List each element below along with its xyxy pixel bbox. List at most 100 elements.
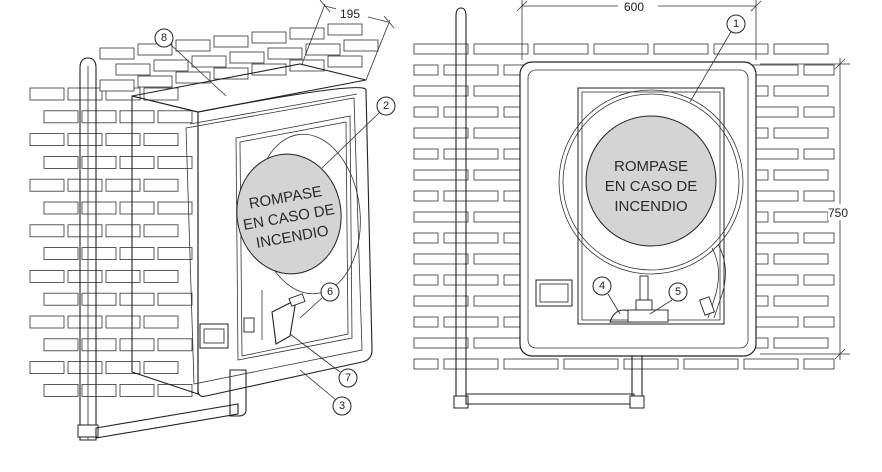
wall-brick <box>443 148 499 160</box>
front-elevation-view: ROMPASE EN CASO DE INCENDIO 600 750 <box>413 0 854 409</box>
wall-brick <box>143 361 179 375</box>
wall-brick <box>773 337 829 349</box>
perspective-brick-wall <box>29 23 379 397</box>
wall-brick <box>43 201 79 215</box>
wall-brick <box>119 383 155 397</box>
wall-brick <box>29 133 65 147</box>
front-hose-reel <box>558 89 744 275</box>
wall-brick <box>67 315 103 329</box>
front-pipe-coupling <box>453 395 469 409</box>
front-label-line-1: ROMPASE <box>614 158 688 175</box>
wall-brick <box>105 133 141 147</box>
depth-dimension: 195 <box>301 0 395 81</box>
wall-brick <box>413 232 439 244</box>
wall-brick <box>713 43 769 55</box>
front-label-line-2: EN CASO DE <box>605 178 698 195</box>
wall-brick <box>43 383 79 397</box>
wall-brick <box>413 169 469 181</box>
wall-brick <box>443 232 499 244</box>
front-round-glass <box>585 115 717 247</box>
wall-brick <box>29 224 65 238</box>
wall-brick <box>153 59 189 72</box>
width-dimension-value: 600 <box>624 0 644 14</box>
wall-brick <box>119 201 155 215</box>
wall-brick <box>119 110 155 124</box>
callout-7: 7 <box>289 333 358 388</box>
callout-6: 6 <box>299 282 340 319</box>
wall-brick <box>413 316 439 328</box>
wall-brick <box>773 295 829 307</box>
wall-brick <box>251 31 287 44</box>
wall-brick <box>143 87 179 101</box>
wall-brick <box>99 79 135 92</box>
wall-brick <box>343 39 379 52</box>
svg-text:8: 8 <box>161 32 167 44</box>
callout-5: 5 <box>649 282 688 315</box>
wall-brick <box>157 247 193 261</box>
cabinet-door-frame <box>197 87 373 397</box>
wall-brick <box>81 247 117 261</box>
wall-brick <box>473 43 529 55</box>
callout-3: 3 <box>299 369 352 416</box>
wall-brick <box>533 43 589 55</box>
wall-brick <box>443 316 499 328</box>
wall-brick <box>81 110 117 124</box>
wall-brick <box>81 292 117 306</box>
wall-brick <box>43 110 79 124</box>
front-valve-assembly <box>609 275 716 323</box>
wall-brick <box>803 358 835 370</box>
perspective-pipe-coupling <box>77 424 99 438</box>
wall-brick <box>99 47 135 60</box>
wall-brick <box>157 292 193 306</box>
wall-brick <box>413 85 469 97</box>
wall-brick <box>81 383 117 397</box>
svg-text:7: 7 <box>345 372 351 384</box>
callout-1: 1 <box>689 14 746 103</box>
perspective-view: ROMPASE EN CASO DE INCENDIO 195 8 2 <box>29 0 396 441</box>
wall-brick <box>105 178 141 192</box>
wall-brick <box>413 148 439 160</box>
wall-brick <box>443 358 499 370</box>
wall-brick <box>29 87 65 101</box>
front-bottom-pipe <box>465 393 635 405</box>
wall-brick <box>267 47 303 60</box>
wall-brick <box>413 43 469 55</box>
wall-brick <box>43 247 79 261</box>
cabinet-front-frame <box>131 95 199 395</box>
wall-brick <box>29 178 65 192</box>
svg-text:5: 5 <box>675 286 681 298</box>
wall-brick <box>175 71 211 84</box>
wall-brick <box>413 106 439 118</box>
wall-brick <box>773 253 829 265</box>
wall-brick <box>119 338 155 352</box>
wall-brick <box>29 315 65 329</box>
wall-brick <box>157 155 193 169</box>
wall-brick <box>175 39 211 52</box>
depth-dimension-value: 195 <box>340 7 360 21</box>
callout-4: 4 <box>592 276 621 315</box>
svg-text:3: 3 <box>339 400 345 412</box>
wall-brick <box>105 224 141 238</box>
wall-brick <box>229 51 265 64</box>
wall-brick <box>119 155 155 169</box>
wall-brick <box>137 43 173 56</box>
wall-brick <box>143 315 179 329</box>
wall-brick <box>119 292 155 306</box>
wall-brick <box>413 295 469 307</box>
wall-brick <box>443 106 499 118</box>
perspective-bottom-pipe <box>95 403 239 439</box>
wall-brick <box>773 127 829 139</box>
wall-brick <box>67 269 103 283</box>
wall-brick <box>503 358 559 370</box>
wall-brick <box>81 201 117 215</box>
wall-brick <box>803 148 835 160</box>
wall-brick <box>623 358 679 370</box>
wall-brick <box>143 224 179 238</box>
wall-brick <box>43 292 79 306</box>
wall-brick <box>803 64 835 76</box>
wall-brick <box>773 85 829 97</box>
callout-2: 2 <box>321 96 396 169</box>
perspective-valve-assembly <box>243 290 306 345</box>
wall-brick <box>305 43 341 56</box>
